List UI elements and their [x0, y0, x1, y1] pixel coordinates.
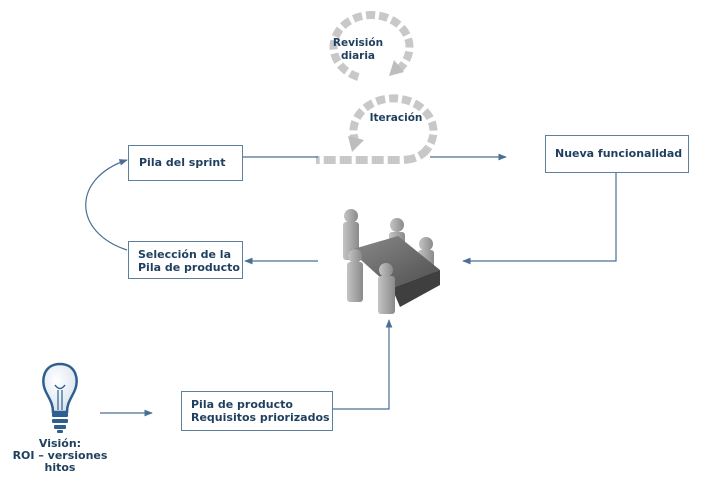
- iteration-label: Iteración: [369, 112, 423, 124]
- meeting-table-side: [392, 270, 440, 307]
- seleccion-line-2: Pila de producto: [138, 261, 240, 274]
- daily-review-line-2: diaria: [340, 50, 376, 62]
- daily-review-cycle: [329, 11, 414, 82]
- person-front-1: [347, 249, 363, 302]
- vision-line-2: ROI – versiones: [12, 449, 108, 462]
- iteration-cycle: [316, 94, 438, 164]
- seleccion-line-1: Selección de la: [138, 248, 232, 261]
- nueva-funcionalidad-box: Nueva funcionalidad: [545, 135, 689, 173]
- daily-review-label: Revisión diaria: [328, 37, 388, 63]
- cycle-arrowhead-bottom: [348, 136, 364, 152]
- vision-line-3: hitos: [44, 461, 76, 474]
- pila-sprint-box: Pila del sprint: [128, 145, 243, 181]
- pila-producto-line-2: Requisitos priorizados: [191, 411, 330, 424]
- seleccion-box: Selección de la Pila de producto: [128, 241, 243, 279]
- vision-line-1: Visión:: [38, 437, 82, 450]
- pila-producto-box: Pila de producto Requisitos priorizados: [181, 391, 333, 431]
- team-meeting-icon: [343, 209, 440, 314]
- daily-review-line-1: Revisión: [332, 37, 384, 49]
- arrow-pila-to-meeting: [332, 319, 393, 410]
- pila-producto-line-1: Pila de producto: [191, 398, 293, 411]
- meeting-table: [350, 236, 440, 288]
- lightbulb-icon: [42, 362, 78, 433]
- arrow-nueva-to-meeting: [462, 173, 617, 265]
- pila-sprint-label: Pila del sprint: [139, 156, 226, 169]
- cycle-arrowhead-top: [389, 60, 404, 76]
- arrow-seleccion-to-sprint: [85, 159, 128, 251]
- nueva-funcionalidad-label: Nueva funcionalidad: [555, 147, 683, 160]
- vision-label: Visión: ROI – versiones hitos: [4, 438, 116, 474]
- person-front-2: [378, 263, 395, 314]
